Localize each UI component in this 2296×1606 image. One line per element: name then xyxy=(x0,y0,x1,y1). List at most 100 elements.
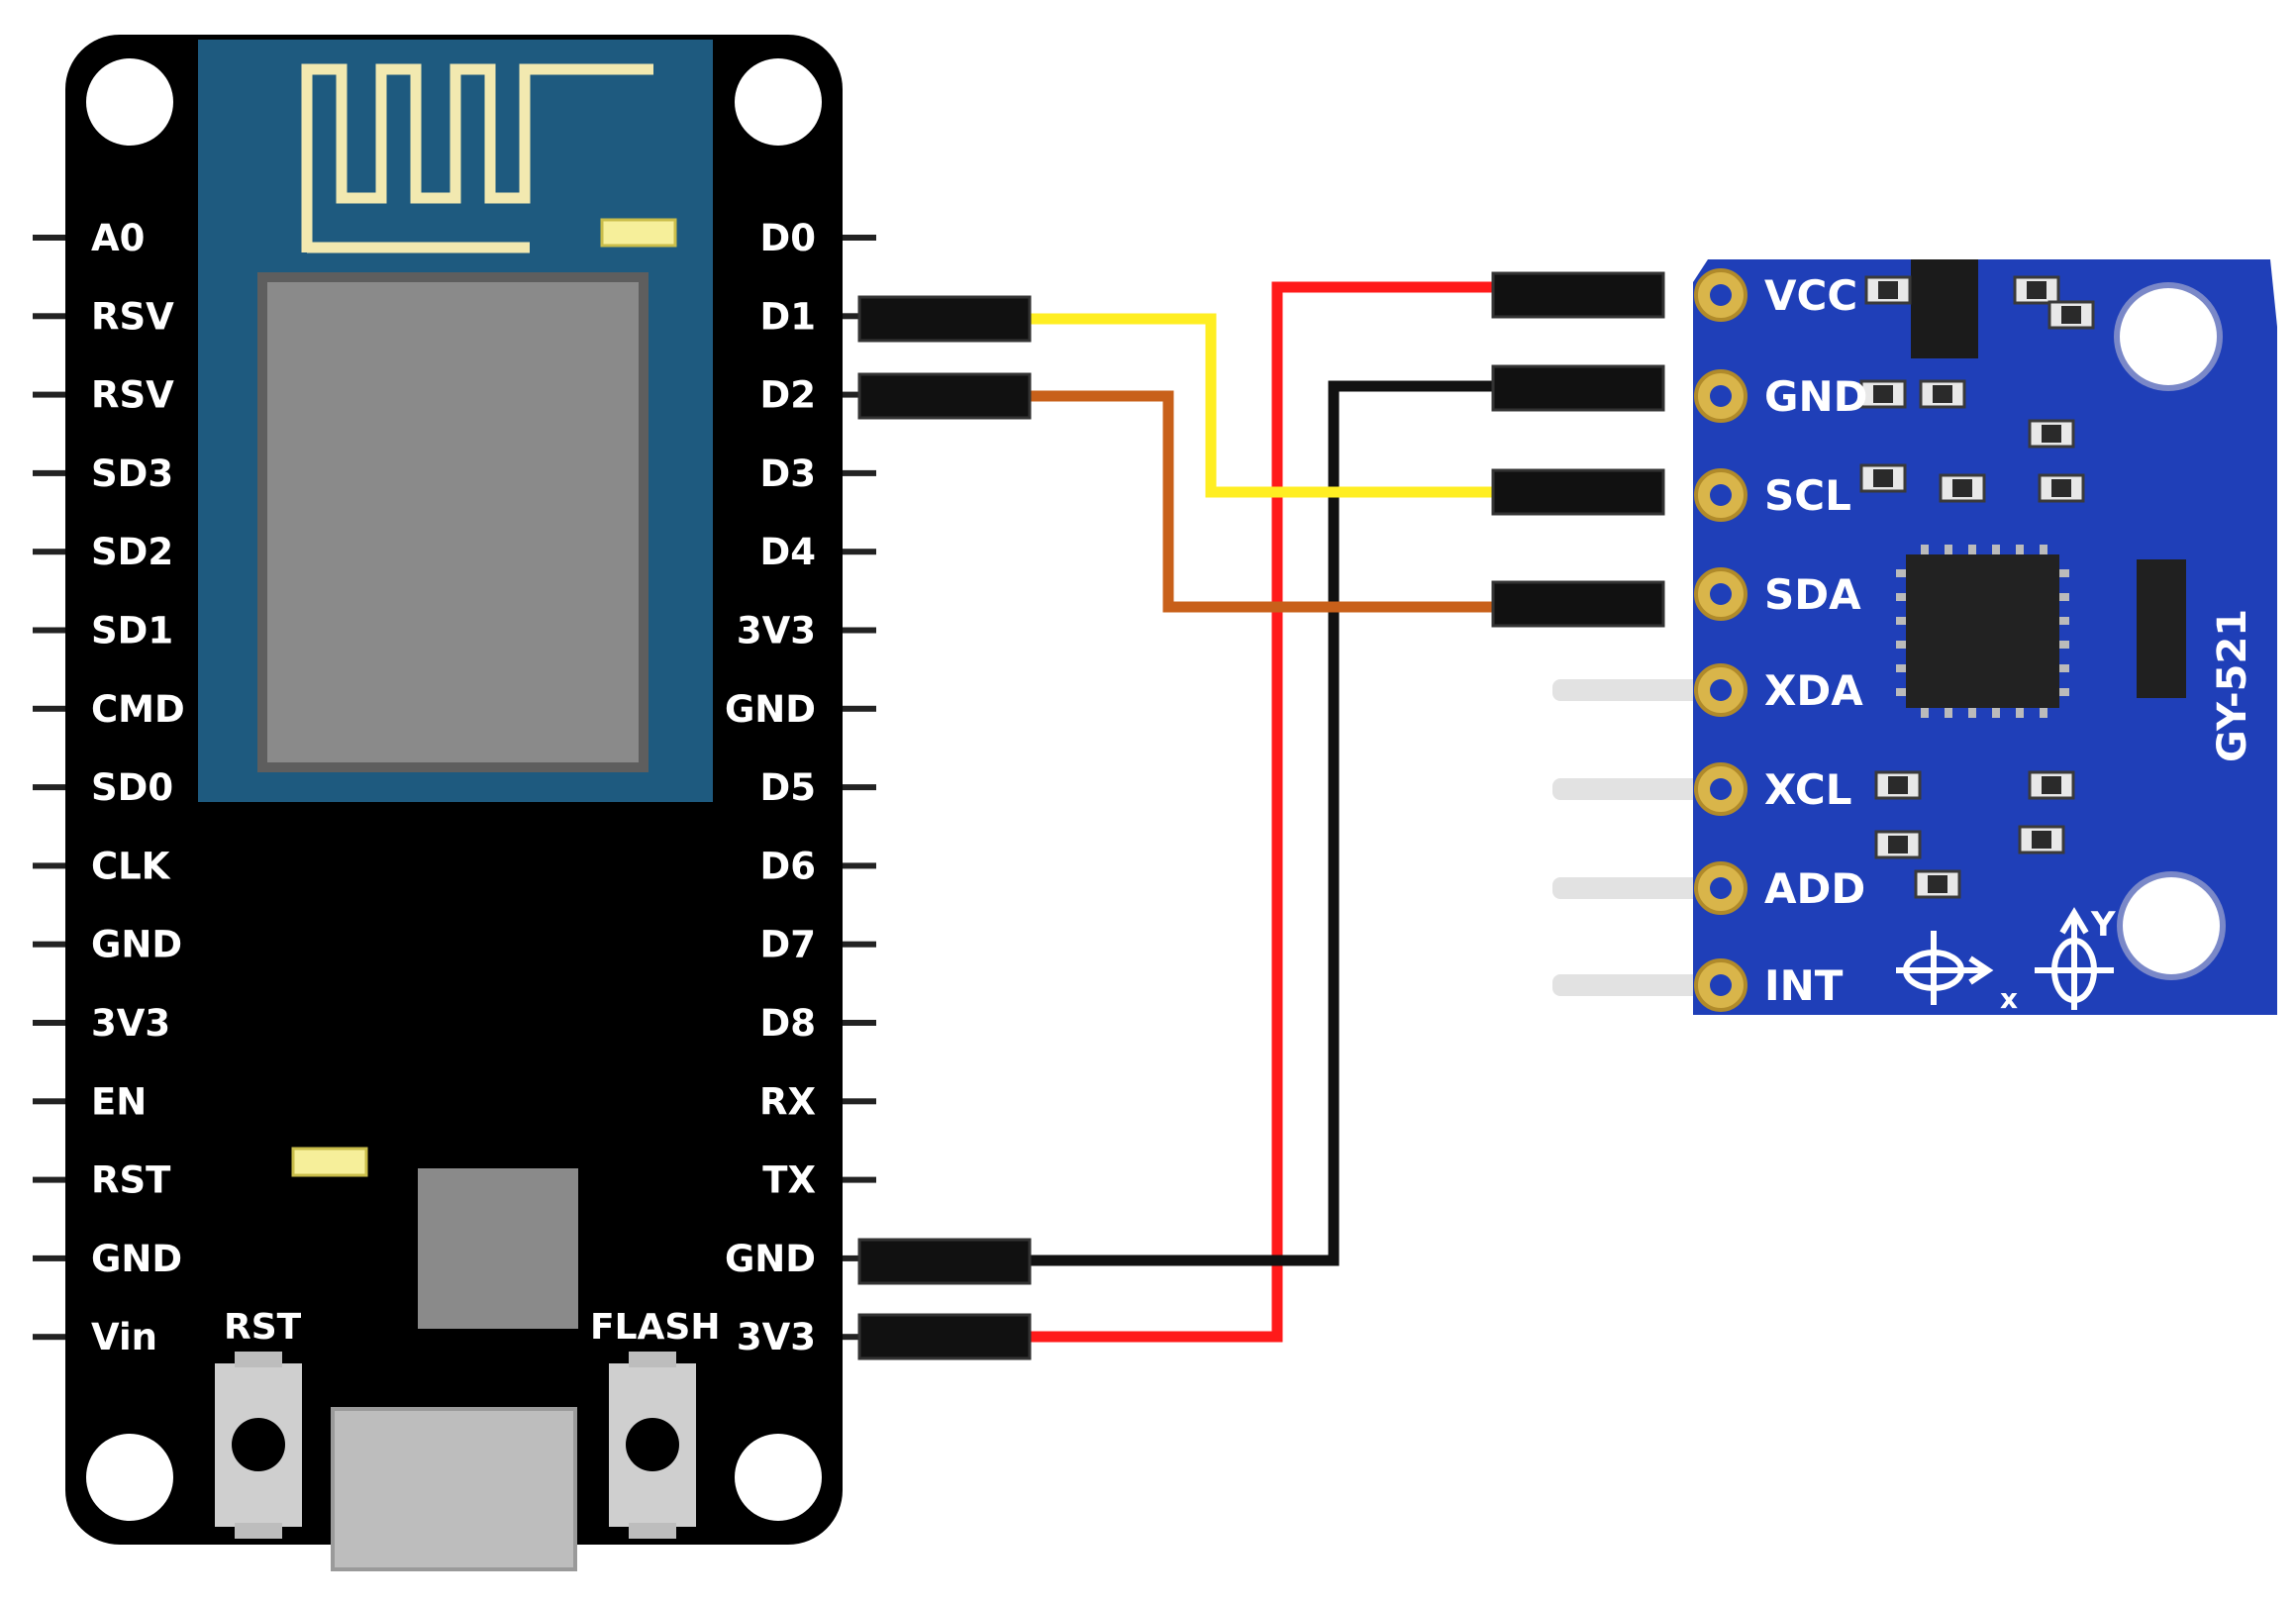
mounting-hole-bottom-right xyxy=(735,1434,822,1521)
spare-header-pin xyxy=(1552,974,1701,996)
right-pin-label-rx: RX xyxy=(759,1080,816,1123)
left-pin-label-gnd: GND xyxy=(91,924,182,966)
usb-serial-chip xyxy=(418,1168,578,1329)
pin-pad-hole xyxy=(1710,778,1732,800)
onboard-led xyxy=(291,1147,368,1177)
right-pin-stub xyxy=(837,862,876,869)
left-pin-label-rsv: RSV xyxy=(91,295,174,338)
right-pin-stub xyxy=(837,469,876,476)
left-pin-stub xyxy=(33,549,72,555)
left-pin-stub xyxy=(33,1098,72,1105)
axis-y-label: Y xyxy=(2090,905,2116,945)
jumper-d2 xyxy=(857,372,1032,420)
pin-pad-hole xyxy=(1710,974,1732,996)
right-pin-label-d7: D7 xyxy=(760,924,816,966)
nodemcu-board: A0RSVRSVSD3SD2SD1CMDSD0CLKGND3V3ENRSTGND… xyxy=(33,35,876,1571)
left-pin-label-sd2: SD2 xyxy=(91,531,173,573)
rst-button-label: RST xyxy=(224,1307,302,1348)
right-pin-stub xyxy=(837,391,876,398)
right-pin-stub xyxy=(837,1255,876,1261)
pin-pad-hole xyxy=(1710,583,1732,605)
left-pin-label-a0: A0 xyxy=(91,217,145,259)
right-pin-label-d1: D1 xyxy=(760,295,816,338)
gy521-model-label: GY-521 xyxy=(2210,609,2255,762)
left-pin-stub xyxy=(33,391,72,398)
right-pin-stub xyxy=(837,1176,876,1183)
jumper-gnd xyxy=(857,1238,1032,1285)
left-pin-label-clk: CLK xyxy=(91,845,171,887)
jumper-d1 xyxy=(857,295,1032,343)
jumper-gnd-gy xyxy=(1491,364,1665,412)
side-component xyxy=(2137,559,2186,698)
pcb-antenna-trace xyxy=(301,63,653,252)
right-pin-label-tx: TX xyxy=(762,1159,816,1202)
axis-markings xyxy=(1896,907,2114,1010)
metal-shield xyxy=(257,272,649,772)
wire-scl xyxy=(1030,313,1495,498)
right-pin-stub xyxy=(837,313,876,320)
right-pin-stub xyxy=(837,705,876,712)
right-pin-stub xyxy=(837,1334,876,1341)
micro-usb-port xyxy=(331,1407,577,1571)
right-pin-label-d4: D4 xyxy=(760,531,816,573)
left-pin-stub xyxy=(33,313,72,320)
gy521-pin-label-vcc: VCC xyxy=(1764,271,1857,320)
gy521-mount-hole-bottom xyxy=(2117,871,2226,980)
left-pin-label-rst: RST xyxy=(91,1159,171,1202)
pin-pad-hole xyxy=(1710,385,1732,407)
wires xyxy=(1030,281,1495,1343)
left-pin-label-en: EN xyxy=(91,1080,147,1123)
gy521-pin-label-gnd: GND xyxy=(1764,372,1868,421)
gy521-pin-label-add: ADD xyxy=(1764,864,1865,913)
left-pin-label-cmd: CMD xyxy=(91,688,185,731)
left-pin-label-sd1: SD1 xyxy=(91,610,173,652)
gy521-spare-header-pins xyxy=(1552,679,1701,996)
right-pin-stub xyxy=(837,1020,876,1026)
mounting-hole-top-right xyxy=(735,58,822,146)
right-pin-label-3v3: 3V3 xyxy=(737,610,816,652)
flash-button[interactable] xyxy=(609,1352,696,1539)
left-pin-label-sd3: SD3 xyxy=(91,452,173,495)
gy521-pin-label-xcl: XCL xyxy=(1764,765,1851,814)
left-pin-stub xyxy=(33,1255,72,1261)
mounting-hole-top-left xyxy=(86,58,173,146)
left-pin-labels: A0RSVRSVSD3SD2SD1CMDSD0CLKGND3V3ENRSTGND… xyxy=(91,217,185,1358)
jumper-3v3 xyxy=(857,1313,1032,1360)
wire-gnd xyxy=(1030,380,1495,1266)
right-pin-stub xyxy=(837,549,876,555)
pin-pad-hole xyxy=(1710,679,1732,701)
left-pin-stub xyxy=(33,469,72,476)
right-pin-label-d6: D6 xyxy=(760,845,816,887)
smd-components xyxy=(1859,275,2095,899)
gy521-pin-label-int: INT xyxy=(1764,961,1844,1010)
pin-pad-hole xyxy=(1710,484,1732,506)
jumper-connectors xyxy=(857,271,1665,1360)
left-pin-label-sd0: SD0 xyxy=(91,766,173,809)
right-pin-stub xyxy=(837,1098,876,1105)
wire-vcc xyxy=(1030,281,1495,1343)
rst-button[interactable] xyxy=(215,1352,302,1539)
left-pin-stub xyxy=(33,941,72,948)
spare-header-pin xyxy=(1552,877,1701,899)
right-pin-label-d8: D8 xyxy=(760,1002,816,1045)
left-pin-stub xyxy=(33,627,72,634)
right-pin-stub xyxy=(837,235,876,241)
left-pin-label-gnd: GND xyxy=(91,1238,182,1280)
gy521-mount-hole-top xyxy=(2114,282,2223,391)
right-pin-label-d2: D2 xyxy=(760,374,816,417)
pin-pad-hole xyxy=(1710,284,1732,306)
right-pin-label-d0: D0 xyxy=(760,217,816,259)
gy521-pin-label-sda: SDA xyxy=(1764,570,1861,619)
gy521-pin-label-xda: XDA xyxy=(1764,666,1863,715)
gy521-pin-pads xyxy=(1694,268,1747,1012)
right-pin-stub xyxy=(837,941,876,948)
right-pin-stub xyxy=(837,627,876,634)
mpu6050-chip xyxy=(1906,554,2059,708)
spare-header-pin xyxy=(1552,778,1701,800)
right-pin-label-gnd: GND xyxy=(725,688,816,731)
left-pin-stub xyxy=(33,862,72,869)
